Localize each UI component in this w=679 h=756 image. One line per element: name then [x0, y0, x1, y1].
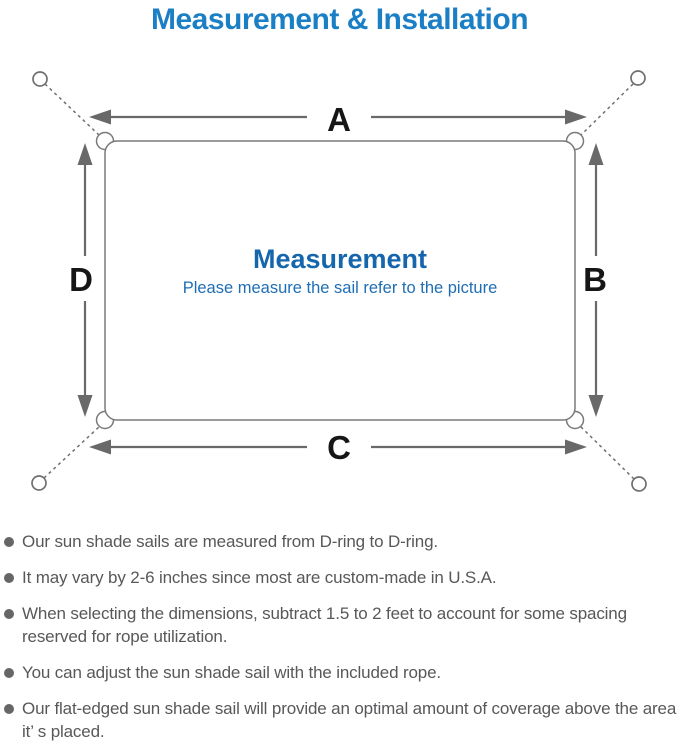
rope-dashed-line-bottom-left — [43, 425, 101, 479]
anchor-ring-icon-bottom-right — [631, 476, 647, 492]
note-text: Our flat-edged sun shade sail will provi… — [22, 699, 677, 741]
measurement-installation-infographic: Measurement & Installation — [4, 3, 676, 741]
page-title: Measurement & Installation — [150, 3, 529, 36]
dimension-label-a: A — [327, 101, 351, 138]
arrowhead-up-icon — [588, 143, 604, 165]
bullet-dot-icon — [4, 668, 14, 678]
dimension-arrow-a — [89, 109, 587, 125]
bullet-dot-icon — [4, 609, 14, 619]
dimension-arrow-b — [588, 143, 604, 417]
note-item: Our flat-edged sun shade sail will provi… — [0, 697, 679, 743]
dimension-arrow-d — [77, 143, 93, 417]
anchor-ring-icon-bottom-left — [31, 475, 47, 491]
dimension-label-b: B — [583, 261, 607, 298]
arrowhead-down-icon — [77, 395, 93, 417]
note-text: It may vary by 2-6 inches since most are… — [22, 568, 497, 587]
arrowhead-up-icon — [77, 143, 93, 165]
note-item: Our sun shade sails are measured from D-… — [0, 530, 679, 553]
note-item: It may vary by 2-6 inches since most are… — [0, 566, 679, 589]
measurement-heading: Measurement — [253, 244, 427, 274]
anchor-ring-icon-top-left — [32, 71, 48, 87]
bullet-dot-icon — [4, 573, 14, 583]
arrowhead-left-icon — [89, 439, 111, 455]
measurement-diagram: A B C D Measurement Please measure the s… — [31, 70, 647, 492]
anchor-ring-icon-top-right — [630, 70, 646, 86]
measurement-subtitle: Please measure the sail refer to the pic… — [183, 279, 498, 297]
rope-dashed-line-top-left — [44, 83, 100, 136]
shade-sail-outline — [104, 140, 576, 421]
rope-dashed-line-top-right — [580, 83, 634, 136]
rope-dashed-line-bottom-right — [579, 425, 635, 480]
notes-list: Our sun shade sails are measured from D-… — [0, 530, 679, 756]
arrowhead-left-icon — [89, 109, 111, 125]
bullet-dot-icon — [4, 537, 14, 547]
note-item: When selecting the dimensions, subtract … — [0, 602, 679, 648]
bullet-dot-icon — [4, 704, 14, 714]
arrowhead-right-icon — [565, 109, 587, 125]
dimension-label-c: C — [327, 429, 351, 466]
dimension-label-d: D — [69, 261, 93, 298]
arrowhead-down-icon — [588, 395, 604, 417]
note-item: You can adjust the sun shade sail with t… — [0, 661, 679, 684]
dimension-arrow-c — [89, 439, 587, 455]
arrowhead-right-icon — [565, 439, 587, 455]
note-text: You can adjust the sun shade sail with t… — [22, 663, 441, 682]
note-text: When selecting the dimensions, subtract … — [22, 604, 627, 646]
note-text: Our sun shade sails are measured from D-… — [22, 532, 438, 551]
